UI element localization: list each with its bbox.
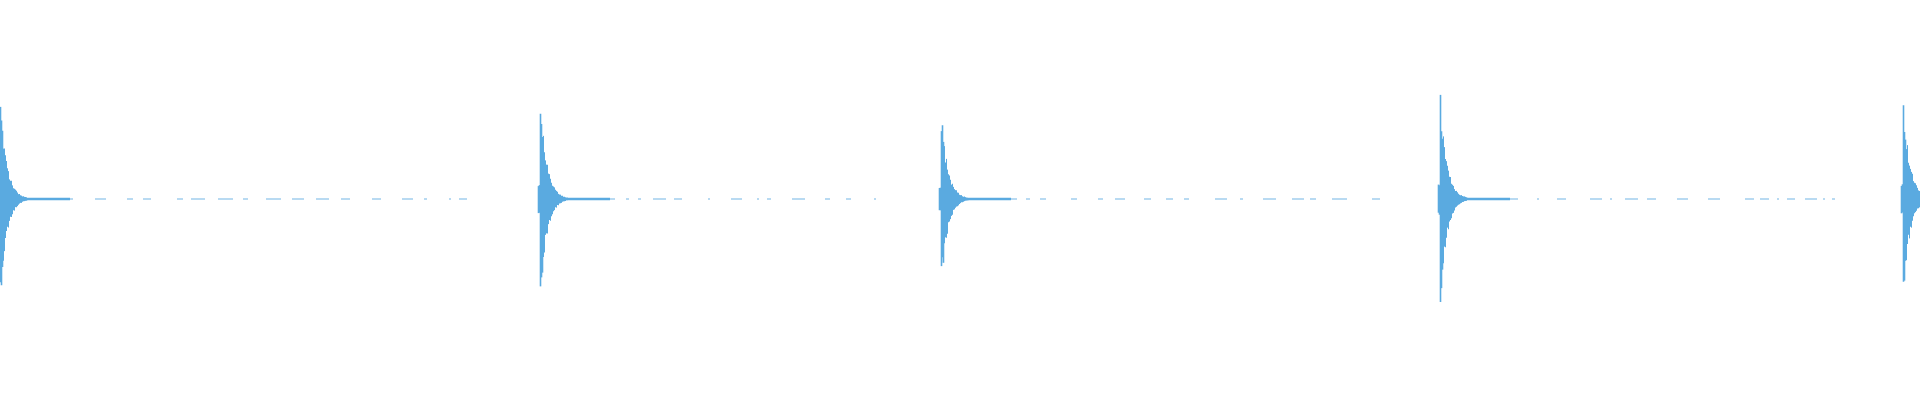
waveform-transient	[1900, 105, 1920, 282]
waveform-transient	[537, 113, 610, 287]
waveform-transients	[0, 94, 1920, 302]
waveform-transient	[938, 125, 1011, 267]
waveform-transient	[1437, 94, 1510, 302]
waveform-transient	[0, 106, 70, 286]
